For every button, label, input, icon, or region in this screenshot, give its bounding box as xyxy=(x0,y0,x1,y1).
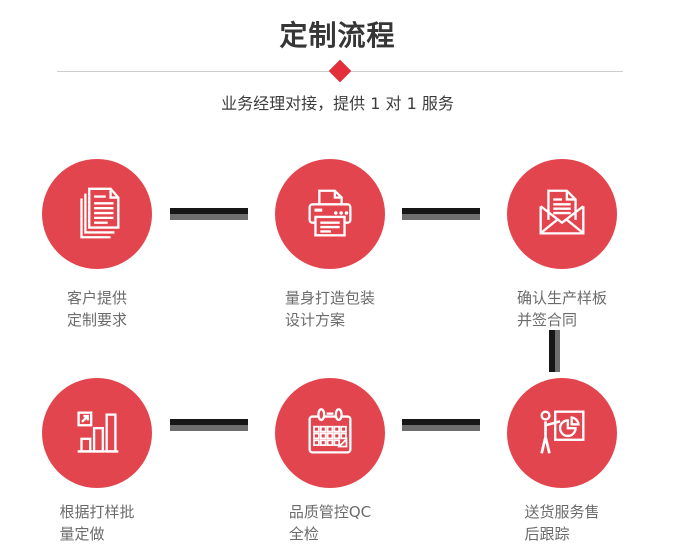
connector-step2-step3 xyxy=(402,208,480,220)
connector-step1-step2 xyxy=(170,208,248,220)
connector-step4-step5 xyxy=(170,419,248,431)
step-label-2: 量身打造包装 设计方案 xyxy=(250,287,410,331)
step-circle-1 xyxy=(42,159,152,269)
page-title: 定制流程 xyxy=(279,19,396,52)
step-label-line: 客户提供 xyxy=(66,289,127,307)
open-envelope-icon xyxy=(539,189,585,235)
step-circle-5 xyxy=(275,378,385,488)
step-label-line: 设计方案 xyxy=(284,311,345,329)
step-label-line: 确认生产样板 xyxy=(516,289,607,307)
step-label-1: 客户提供 定制要求 xyxy=(17,287,177,331)
step-label-line: 量定做 xyxy=(59,525,105,543)
page-subtitle: 业务经理对接，提供 1 对 1 服务 xyxy=(221,94,454,113)
step-circle-4 xyxy=(42,378,152,488)
step-label-line: 根据打样批 xyxy=(59,503,135,521)
step-label-6: 送货服务售 后跟踪 xyxy=(482,501,642,545)
connector-step5-step6 xyxy=(402,419,480,431)
calendar-icon xyxy=(308,408,352,454)
step-label-3: 确认生产样板 并签合同 xyxy=(482,287,642,331)
step-label-line: 送货服务售 xyxy=(524,503,600,521)
step-label-line: 并签合同 xyxy=(516,311,577,329)
step-label-line: 全检 xyxy=(288,525,319,543)
growth-chart-icon xyxy=(77,411,119,453)
step-label-line: 后跟踪 xyxy=(524,525,570,543)
step-circle-2 xyxy=(275,159,385,269)
presentation-icon xyxy=(540,410,585,454)
step-circle-3 xyxy=(507,159,617,269)
documents-icon xyxy=(80,187,120,239)
connector-step3-step6 xyxy=(549,330,560,372)
diamond-marker xyxy=(328,59,352,83)
step-label-4: 根据打样批 量定做 xyxy=(17,501,177,545)
step-label-line: 定制要求 xyxy=(66,311,127,329)
printer-icon xyxy=(308,189,352,237)
step-label-5: 品质管控QC 全检 xyxy=(250,501,410,545)
step-label-line: 量身打造包装 xyxy=(284,289,375,307)
step-label-line: 品质管控QC xyxy=(288,503,372,521)
step-circle-6 xyxy=(507,378,617,488)
